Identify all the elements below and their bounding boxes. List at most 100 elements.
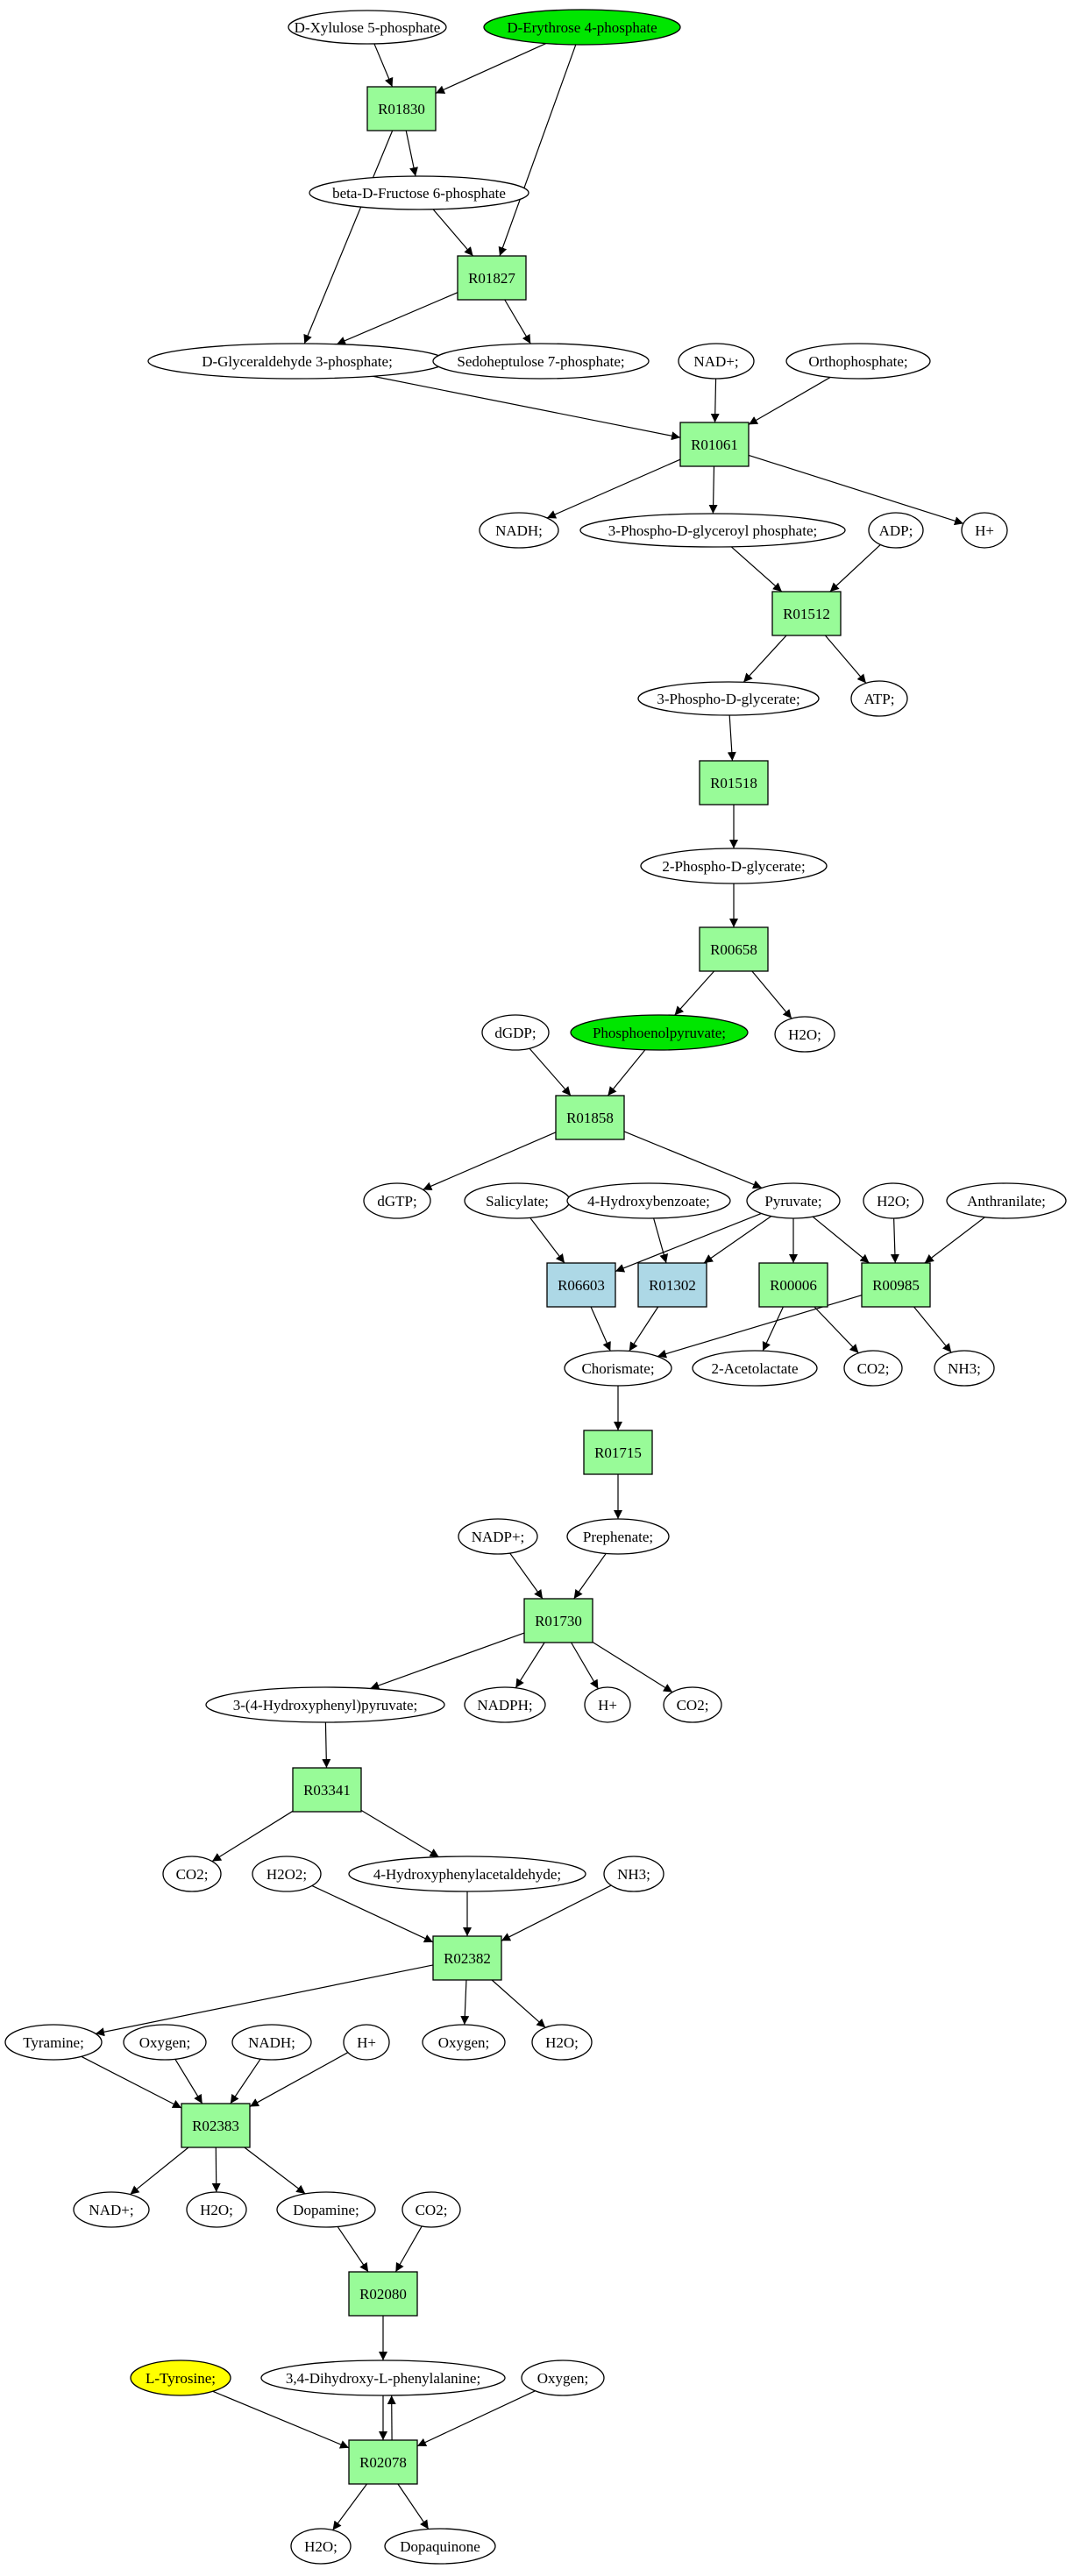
compound-node-c_3pgp[interactable]: 3-Phospho-D-glyceroyl phosphate; — [579, 513, 846, 548]
reaction-node-r02383[interactable]: R02383 — [181, 2103, 251, 2148]
compound-node-c_pep[interactable]: Phosphoenolpyruvate; — [570, 1014, 749, 1051]
compound-node-c_tyramine[interactable]: Tyramine; — [4, 2024, 103, 2061]
compound-node-c_erythrose[interactable]: D-Erythrose 4-phosphate — [483, 9, 681, 46]
reaction-node-r01827[interactable]: R01827 — [457, 255, 527, 301]
node-label: 4-Hydroxyphenylacetaldehyde; — [373, 1866, 561, 1883]
compound-ellipse — [401, 2191, 461, 2228]
compound-node-c_hplus3[interactable]: H+ — [343, 2024, 390, 2061]
reaction-node-r01830[interactable]: R01830 — [366, 86, 437, 131]
compound-node-c_dopaquinone[interactable]: Dopaquinone — [384, 2528, 496, 2565]
reaction-node-r03341[interactable]: R03341 — [292, 1767, 362, 1813]
reaction-box — [583, 1430, 653, 1475]
compound-node-c_co2_2[interactable]: CO2; — [663, 1686, 722, 1723]
compound-node-c_dgdp[interactable]: dGDP; — [481, 1014, 550, 1051]
compound-node-c_ortho[interactable]: Orthophosphate; — [785, 343, 931, 380]
compound-node-c_nadph[interactable]: NADPH; — [464, 1686, 546, 1723]
edge-r00985-to-c_nh3_1 — [913, 1306, 952, 1353]
compound-node-c_pyruvate[interactable]: Pyruvate; — [746, 1182, 841, 1219]
compound-ellipse — [868, 512, 924, 549]
compound-node-c_co2_4[interactable]: CO2; — [401, 2191, 461, 2228]
compound-node-c_anthranilate[interactable]: Anthranilate; — [946, 1182, 1067, 1219]
compound-ellipse — [260, 2360, 506, 2396]
reaction-node-r01518[interactable]: R01518 — [699, 760, 769, 805]
node-label: R01730 — [535, 1613, 582, 1629]
compound-ellipse — [348, 1856, 586, 1892]
compound-node-c_hplus1[interactable]: H+ — [961, 512, 1008, 549]
compound-node-c_h2o2[interactable]: H2O; — [863, 1182, 924, 1219]
reaction-node-r00658[interactable]: R00658 — [699, 926, 769, 972]
compound-node-c_ldopa[interactable]: 3,4-Dihydroxy-L-phenylalanine; — [260, 2360, 506, 2396]
compound-node-c_co2_3[interactable]: CO2; — [162, 1856, 222, 1892]
reaction-box — [758, 1262, 828, 1308]
compound-node-c_co2_1[interactable]: CO2; — [843, 1350, 903, 1387]
compound-ellipse — [566, 1182, 731, 1219]
edge-r01730-to-c_hplus2 — [571, 1642, 599, 1690]
edge-r01512-to-c_atp — [824, 635, 867, 684]
compound-node-c_2pg[interactable]: 2-Phospho-D-glycerate; — [640, 848, 828, 884]
reaction-node-r06603[interactable]: R06603 — [546, 1262, 616, 1308]
compound-node-c_salicylate[interactable]: Salicylate; — [464, 1182, 571, 1219]
reaction-node-r00006[interactable]: R00006 — [758, 1262, 828, 1308]
edge-r01061-to-c_3pgp — [708, 465, 718, 514]
edge-c_adp-to-r01512 — [829, 544, 881, 593]
compound-node-c_fructose[interactable]: beta-D-Fructose 6-phosphate — [309, 175, 529, 210]
compound-node-c_nadh2[interactable]: NADH; — [231, 2024, 312, 2061]
compound-ellipse — [850, 680, 908, 717]
edge-r01830-to-c_g3p — [303, 130, 394, 344]
node-label: CO2; — [416, 2202, 448, 2218]
compound-node-c_nadplus2[interactable]: NAD+; — [73, 2191, 150, 2228]
compound-node-c_nadh1[interactable]: NADH; — [479, 512, 559, 549]
reaction-node-r02382[interactable]: R02382 — [432, 1935, 502, 1981]
compound-node-c_acetolactate[interactable]: 2-Acetolactate — [692, 1350, 818, 1387]
compound-node-c_chorismate[interactable]: Chorismate; — [564, 1350, 672, 1387]
reaction-node-r01302[interactable]: R01302 — [637, 1262, 707, 1308]
node-label: Prephenate; — [583, 1529, 653, 1545]
compound-ellipse — [678, 343, 755, 380]
compound-node-c_dopamine[interactable]: Dopamine; — [276, 2191, 376, 2228]
node-label: Pyruvate; — [764, 1193, 821, 1210]
edge-c_4hb-to-r01302 — [653, 1217, 669, 1264]
compound-node-c_sedo[interactable]: Sedoheptulose 7-phosphate; — [432, 343, 650, 380]
compound-node-c_h2o4[interactable]: H2O; — [186, 2191, 247, 2228]
compound-node-c_oxygen3[interactable]: Oxygen; — [521, 2360, 605, 2396]
compound-node-c_oxygen1[interactable]: Oxygen; — [123, 2024, 207, 2061]
node-label: H+ — [975, 522, 994, 539]
reaction-node-r01061[interactable]: R01061 — [679, 422, 750, 467]
reaction-node-r01730[interactable]: R01730 — [523, 1598, 593, 1643]
node-label: NH3; — [617, 1866, 650, 1883]
reaction-node-r01858[interactable]: R01858 — [555, 1095, 625, 1140]
compound-ellipse — [640, 848, 828, 884]
compound-node-c_adp[interactable]: ADP; — [868, 512, 924, 549]
compound-node-c_3pg[interactable]: 3-Phospho-D-glycerate; — [637, 681, 820, 716]
compound-ellipse — [288, 10, 447, 45]
compound-node-c_h2o2b[interactable]: H2O2; — [252, 1856, 322, 1892]
compound-node-c_nh3_2[interactable]: NH3; — [603, 1856, 664, 1892]
compound-node-c_oxygen2[interactable]: Oxygen; — [422, 2024, 506, 2061]
node-label: D-Xylulose 5-phosphate — [295, 19, 441, 36]
compound-node-c_h2o1[interactable]: H2O; — [774, 1016, 835, 1053]
reaction-node-r00985[interactable]: R00985 — [861, 1262, 931, 1308]
compound-node-c_nh3_1[interactable]: NH3; — [934, 1350, 995, 1387]
reaction-node-r01512[interactable]: R01512 — [771, 591, 842, 636]
compound-node-c_prephenate[interactable]: Prephenate; — [566, 1518, 670, 1555]
compound-node-c_g3p[interactable]: D-Glyceraldehyde 3-phosphate; — [147, 343, 447, 380]
compound-node-c_4hpa[interactable]: 4-Hydroxyphenylacetaldehyde; — [348, 1856, 586, 1892]
compound-node-c_nadplus1[interactable]: NAD+; — [678, 343, 755, 380]
compound-node-c_4hb[interactable]: 4-Hydroxybenzoate; — [566, 1182, 731, 1219]
node-label: R01715 — [594, 1444, 642, 1461]
compound-ellipse — [309, 175, 529, 210]
compound-node-c_nadpplus[interactable]: NADP+; — [458, 1518, 538, 1555]
compound-node-c_ltyrosine[interactable]: L-Tyrosine; — [130, 2360, 231, 2396]
node-label: NAD+; — [693, 353, 738, 370]
compound-node-c_dgtp[interactable]: dGTP; — [363, 1182, 431, 1219]
reaction-node-r02080[interactable]: R02080 — [348, 2271, 418, 2317]
compound-node-c_h2o5[interactable]: H2O; — [290, 2528, 352, 2565]
compound-node-c_h2o3[interactable]: H2O; — [531, 2024, 593, 2061]
compound-node-c_xylulose[interactable]: D-Xylulose 5-phosphate — [288, 10, 447, 45]
reaction-node-r01715[interactable]: R01715 — [583, 1430, 653, 1475]
compound-node-c_hplus2[interactable]: H+ — [584, 1686, 631, 1723]
compound-node-c_hpp[interactable]: 3-(4-Hydroxyphenyl)pyruvate; — [205, 1686, 445, 1723]
edge-r01830-to-c_fructose — [405, 130, 418, 177]
compound-node-c_atp[interactable]: ATP; — [850, 680, 908, 717]
reaction-node-r02078[interactable]: R02078 — [348, 2439, 418, 2485]
